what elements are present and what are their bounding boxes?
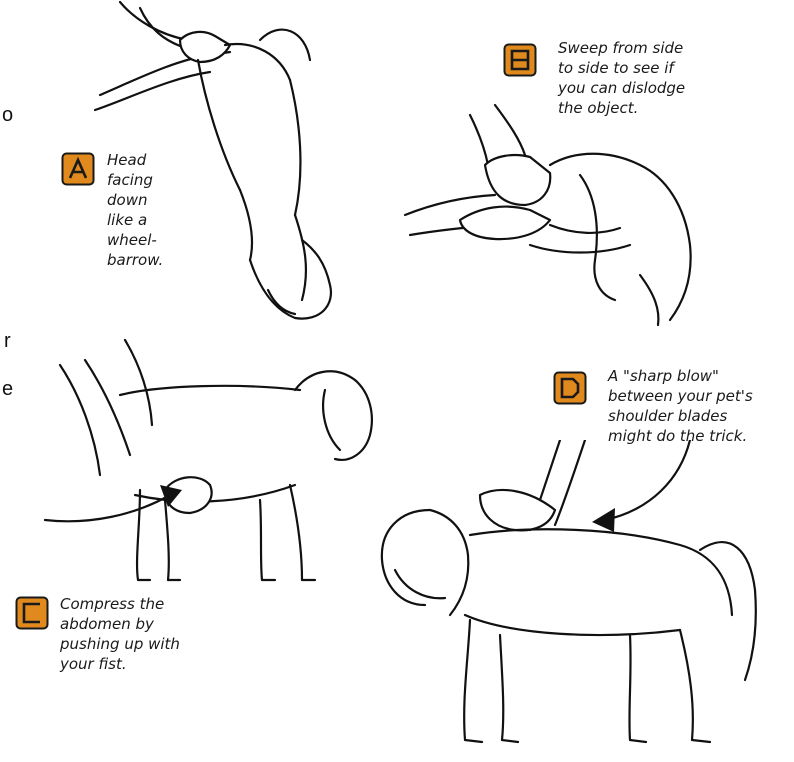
- badge-d-icon: [553, 371, 587, 405]
- caption-d: A "sharp blow" between your pet's should…: [608, 366, 753, 446]
- panel-d-illustration: [370, 440, 770, 760]
